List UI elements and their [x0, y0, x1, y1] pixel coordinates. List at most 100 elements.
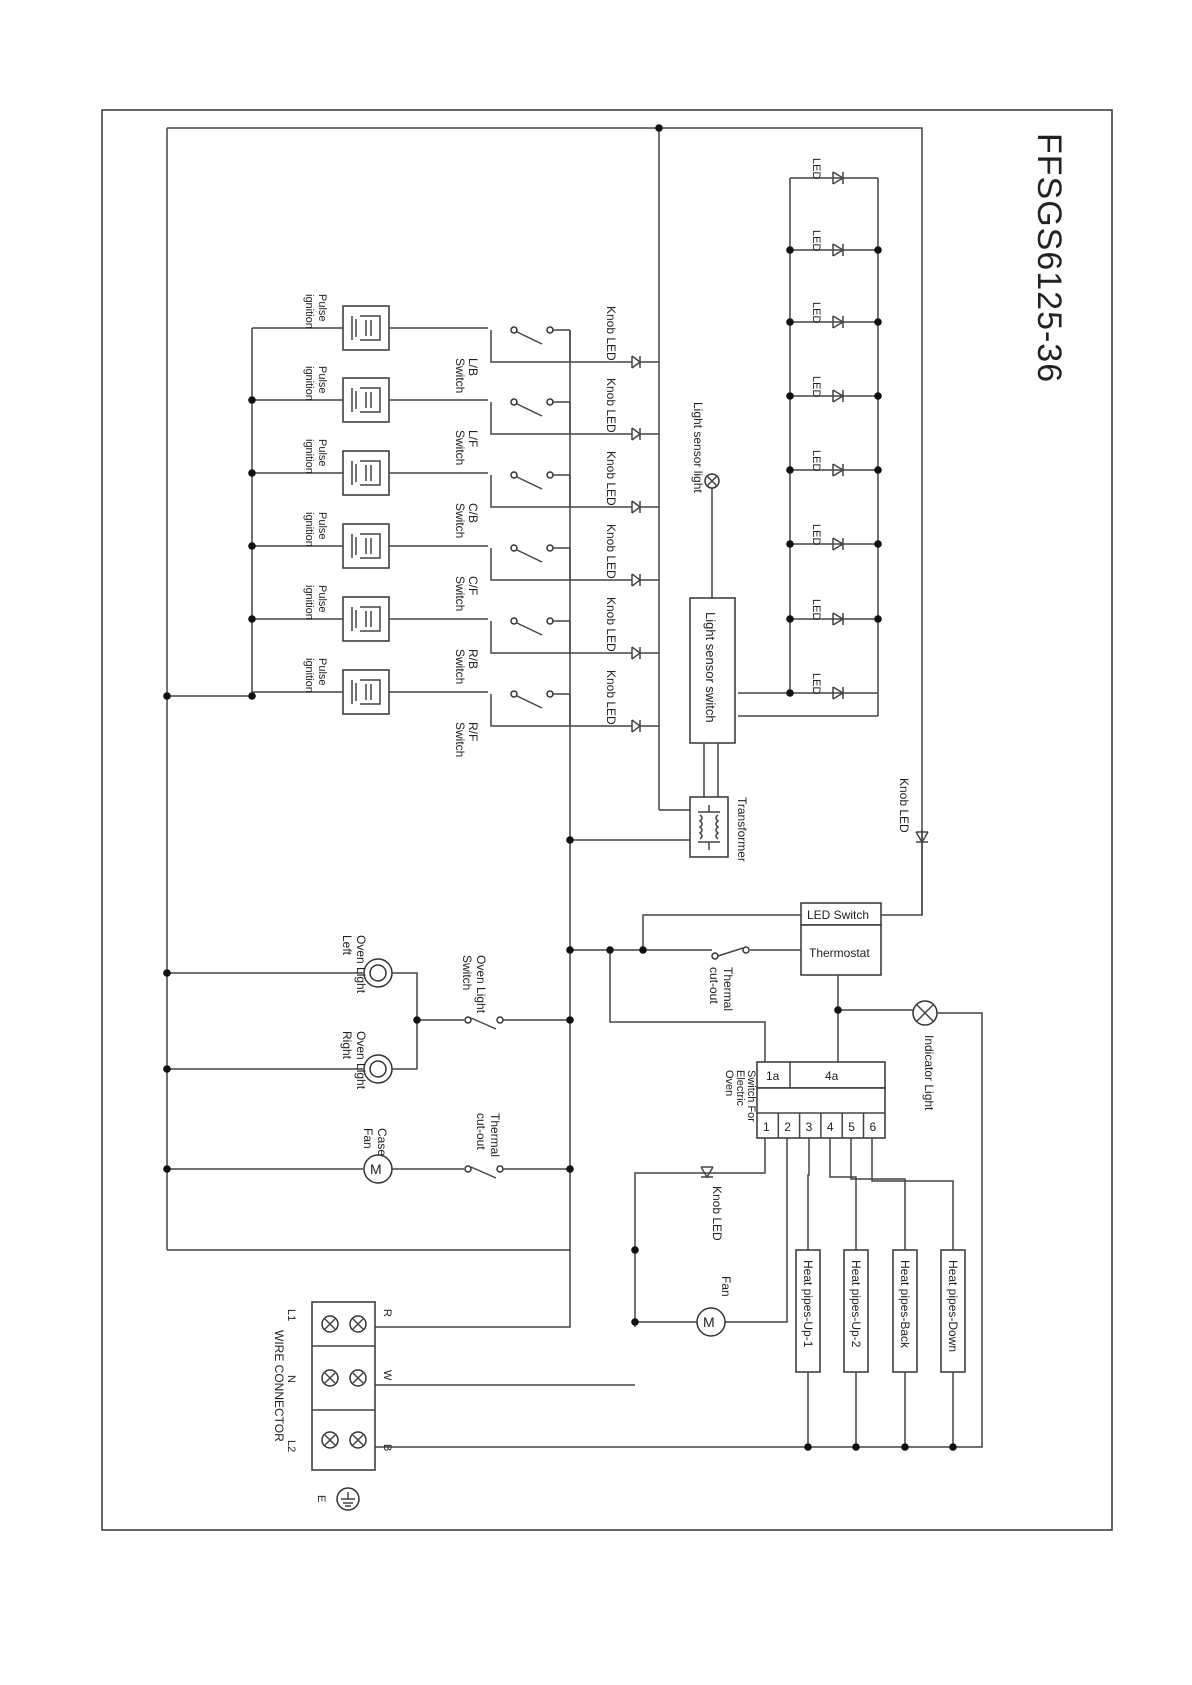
knob-led-led-switch: Knob LED — [897, 778, 929, 915]
svg-text:Switch For: Switch For — [745, 1070, 757, 1122]
heat-pipe-label: Heat pipes-Up-1 — [801, 1260, 815, 1348]
svg-text:Thermal: Thermal — [721, 967, 735, 1011]
svg-text:Indicator Light: Indicator Light — [922, 1035, 936, 1111]
led-6: LED — [790, 524, 878, 551]
knob-led-label: Knob LED — [604, 306, 618, 361]
pulse-label: Pulse — [316, 294, 328, 322]
switch-label-2: Switch — [453, 430, 467, 465]
knob-led-label: Knob LED — [604, 378, 618, 433]
svg-text:Oven Light: Oven Light — [474, 955, 488, 1014]
switch-label-2: Switch — [453, 649, 467, 684]
switch-label-2: Switch — [453, 358, 467, 393]
svg-text:M: M — [370, 1161, 382, 1177]
svg-text:R: R — [381, 1309, 393, 1317]
heat-pipe-4: Heat pipes-Down — [871, 1138, 966, 1447]
svg-text:Right: Right — [340, 1031, 354, 1060]
switch-label-1: L/F — [466, 430, 480, 447]
led-label: LED — [810, 376, 822, 397]
heat-pipe-label: Heat pipes-Back — [898, 1260, 912, 1349]
led-label: LED — [810, 673, 822, 694]
junction-dots — [163, 124, 957, 1451]
transformer-label: Transformer — [735, 797, 749, 862]
led-chain: LED LED LED LED LED LED LED LED — [738, 158, 879, 717]
led-7: LED — [790, 599, 878, 626]
knob-led-label: Knob LED — [604, 451, 618, 506]
led-label: LED — [810, 302, 822, 323]
led-label: LED — [810, 158, 822, 179]
svg-text:4a: 4a — [825, 1069, 839, 1083]
led-4: LED — [790, 376, 878, 403]
terminal-label: 3 — [806, 1120, 813, 1134]
led-3: LED — [790, 302, 878, 329]
pulse-label: Pulse — [316, 585, 328, 613]
svg-text:E: E — [315, 1495, 327, 1502]
switch-label-1: R/F — [466, 722, 480, 741]
led-label: LED — [810, 599, 822, 620]
light-sensor: Light sensor light Light sensor switch — [689, 402, 736, 797]
light-sensor-switch-box — [689, 597, 736, 744]
knob-led-label: Knob LED — [604, 524, 618, 579]
ignition-label: ignition — [303, 439, 315, 474]
terminal-label: 1 — [763, 1120, 770, 1134]
terminal-label: 6 — [870, 1120, 877, 1134]
knob-led-label: Knob LED — [604, 597, 618, 652]
case-fan: M Case Fan Thermal cut-out — [167, 1113, 570, 1184]
led-5: LED — [790, 450, 878, 477]
heat-pipe-3: Heat pipes-Back — [850, 1138, 918, 1447]
knob-led-oven: Knob LED — [634, 1138, 788, 1327]
svg-text:Oven: Oven — [723, 1070, 735, 1096]
led-2: LED — [790, 230, 878, 257]
diagram-title: FFSGS6125-36 — [1030, 133, 1068, 383]
switch-label-1: C/B — [466, 503, 480, 523]
terminal-label: 4 — [827, 1120, 834, 1134]
light-sensor-switch-label: Light sensor switch — [703, 612, 718, 723]
ignition-label: ignition — [303, 294, 315, 329]
heat-pipe-label: Heat pipes-Up-2 — [849, 1260, 863, 1348]
indicator-light: Indicator Light — [375, 1000, 983, 1448]
svg-text:Left: Left — [340, 935, 354, 956]
pulse-label: Pulse — [316, 512, 328, 540]
wire-connector: R W B L1 N L2 WIRE CONNECTOR — [272, 1250, 635, 1471]
heat-pipe-label: Heat pipes-Down — [946, 1260, 960, 1352]
svg-text:Oven Light: Oven Light — [354, 935, 368, 994]
transformer: Transformer — [570, 796, 749, 862]
led-8: LED — [790, 673, 878, 700]
switch-label-1: R/B — [466, 649, 480, 669]
switch-label-1: C/F — [466, 576, 480, 595]
svg-text:N: N — [285, 1375, 297, 1383]
led-1: LED — [790, 158, 878, 185]
switch-label-2: Switch — [453, 722, 467, 757]
fan-motor: M Fan — [635, 1276, 733, 1337]
switch-label-2: Switch — [453, 503, 467, 538]
svg-text:Knob LED: Knob LED — [710, 1186, 724, 1241]
led-switch-label: LED Switch — [807, 908, 869, 922]
svg-text:Fan: Fan — [361, 1128, 375, 1149]
terminal-label: 2 — [784, 1120, 791, 1134]
led-switch-thermostat: LED Switch Thermostat Thermal cut-out — [570, 902, 913, 1062]
terminal-label: 5 — [848, 1120, 855, 1134]
ignition-label: ignition — [303, 512, 315, 547]
main-bus — [166, 127, 923, 1251]
led-label: LED — [810, 524, 822, 545]
svg-text:Oven Light: Oven Light — [354, 1031, 368, 1090]
heat-pipes: Heat pipes-Up-1 Heat pipes-Up-2 Heat pipes… — [795, 1138, 966, 1447]
pulse-label: Pulse — [316, 366, 328, 394]
svg-text:M: M — [703, 1314, 715, 1330]
oven-lights: Oven Light Left Oven Light Right Oven Li… — [167, 935, 570, 1090]
light-sensor-light-label: Light sensor light — [691, 402, 705, 493]
pulse-label: Pulse — [316, 439, 328, 467]
thermostat-label: Thermostat — [809, 946, 870, 960]
switch-label-1: L/B — [466, 358, 480, 376]
svg-text:Case: Case — [375, 1128, 389, 1156]
pulse-label: Pulse — [316, 658, 328, 686]
knob-led-label: Knob LED — [604, 670, 618, 725]
svg-text:L1: L1 — [285, 1309, 297, 1321]
heat-pipe-2: Heat pipes-Up-2 — [829, 1138, 869, 1447]
svg-text:Fan: Fan — [719, 1276, 733, 1297]
